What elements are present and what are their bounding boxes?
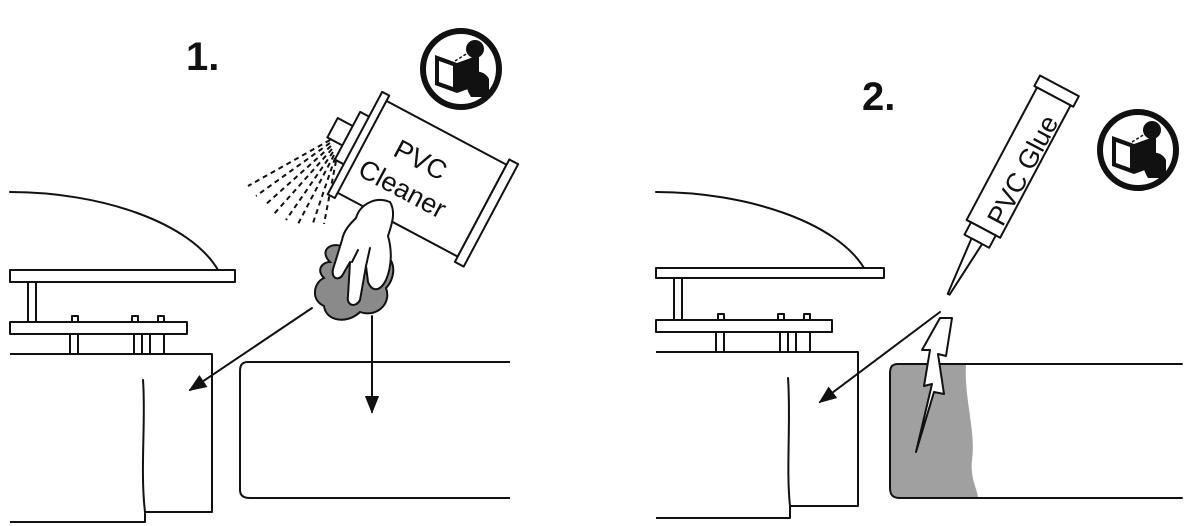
fitting-assembly	[9, 191, 236, 381]
pvc-pipe	[889, 363, 1183, 499]
pvc-cleaner-can	[326, 90, 520, 268]
read-manual-icon	[423, 31, 499, 107]
glue-flow-arrow	[915, 317, 953, 453]
arrow-to-fitting	[188, 307, 313, 392]
pipe-fitting	[656, 351, 859, 519]
pvc-glue-tube	[946, 74, 1080, 296]
hand	[331, 199, 395, 306]
read-manual-icon	[1100, 112, 1176, 188]
pipe-fitting	[10, 353, 213, 523]
pvc-pipe	[239, 361, 510, 499]
step-1: 1.	[9, 31, 520, 523]
step-1-number: 1.	[186, 35, 219, 79]
spray-mist	[247, 139, 337, 227]
step-2: 2.	[655, 74, 1183, 519]
fitting-assembly	[655, 191, 885, 377]
glue-coated-area	[890, 364, 978, 498]
step-2-number: 2.	[862, 75, 895, 119]
arrow-to-fitting	[818, 311, 941, 404]
